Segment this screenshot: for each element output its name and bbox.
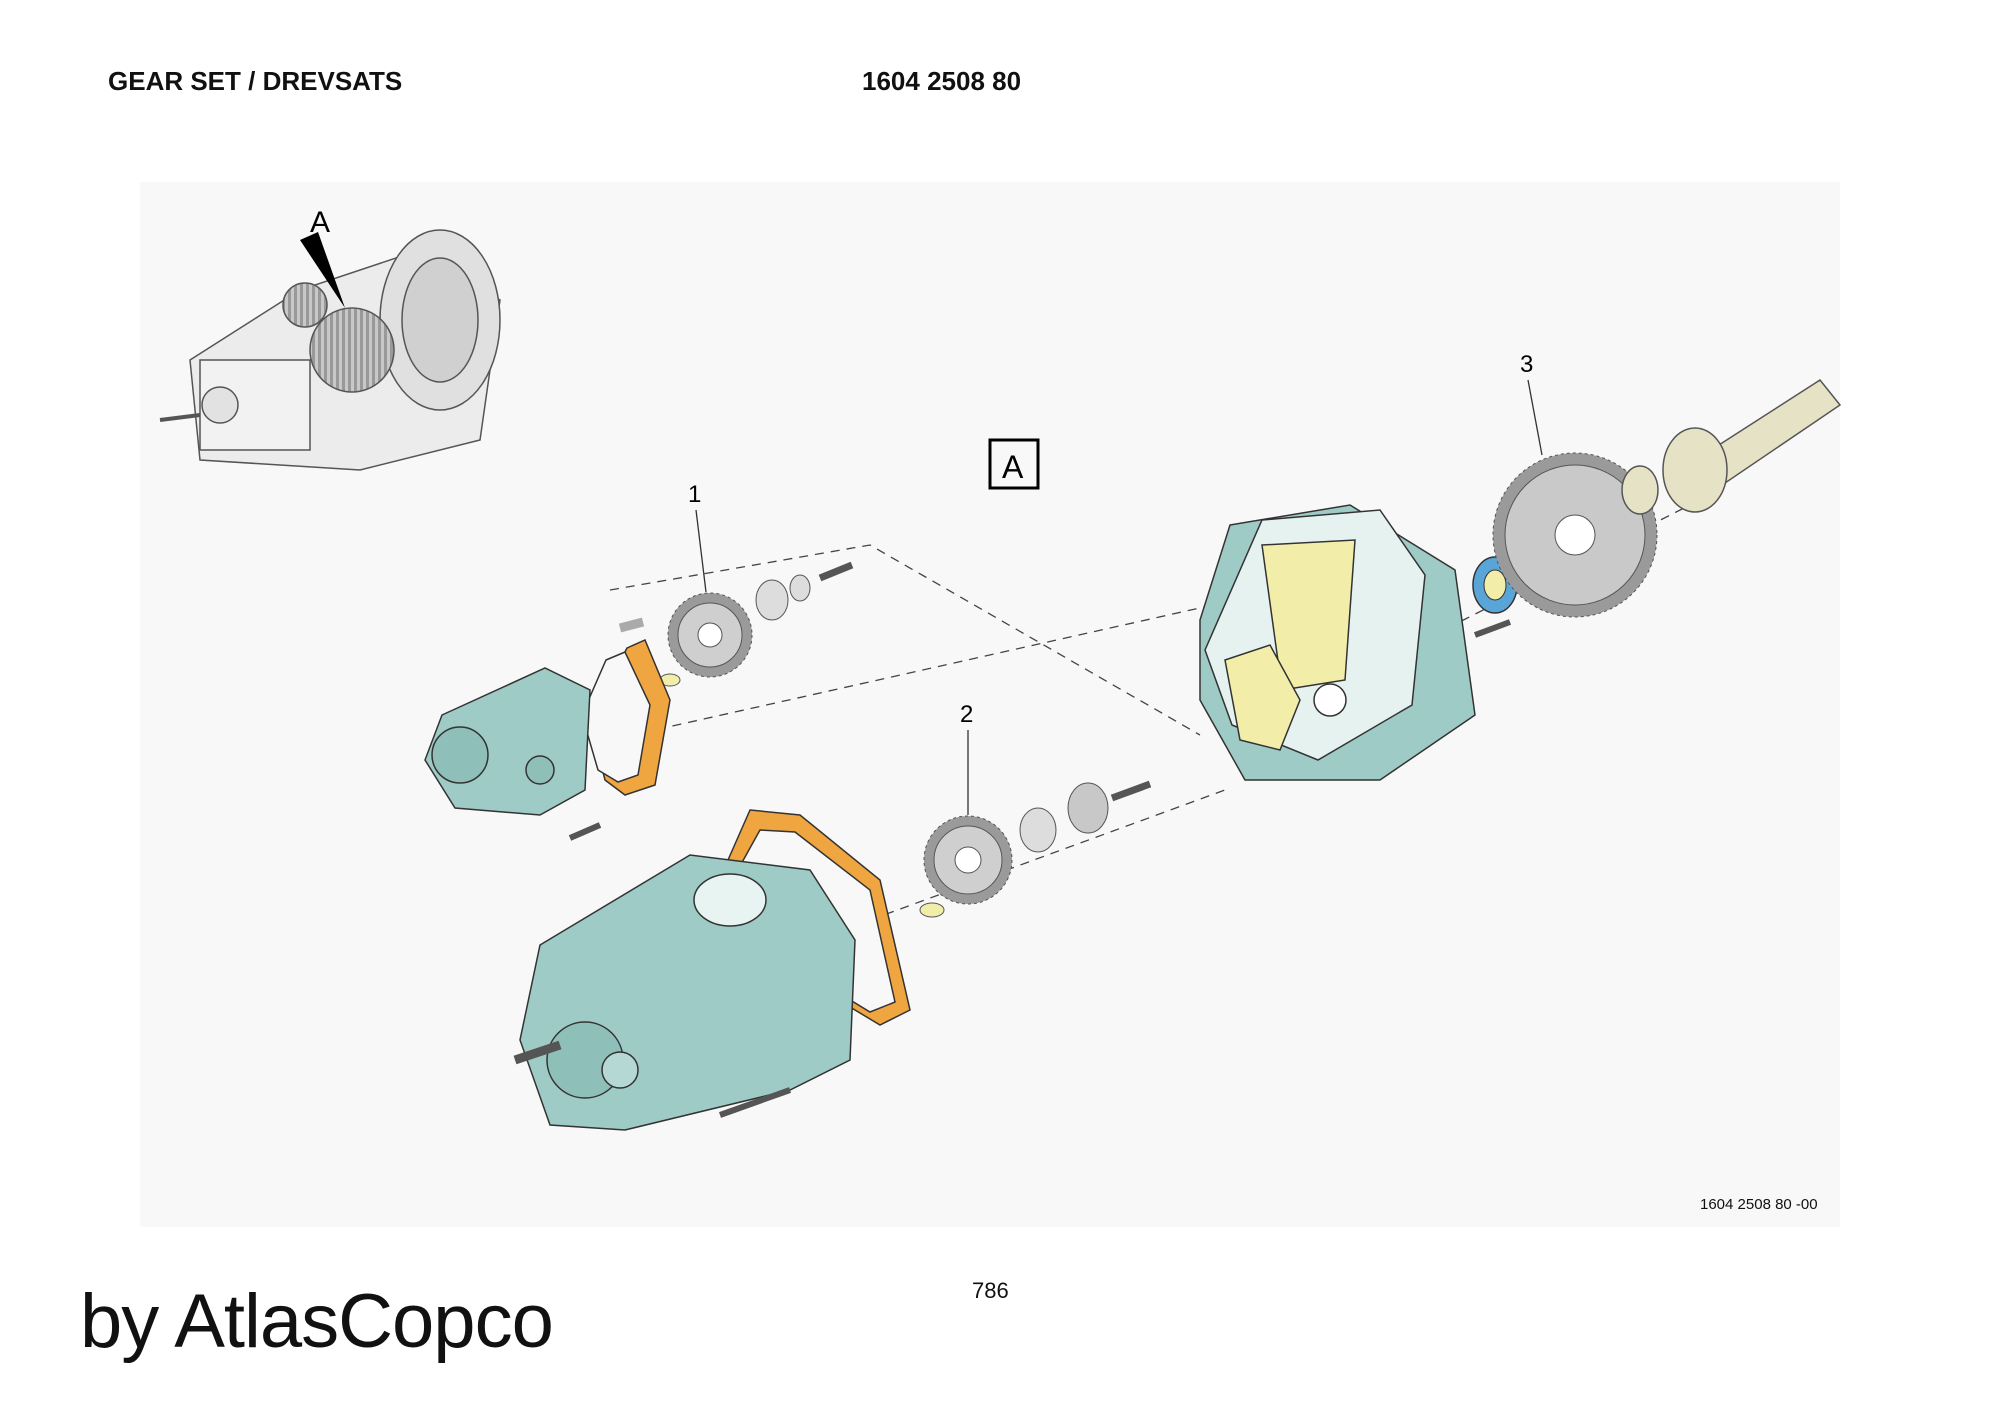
svg-text:3: 3 xyxy=(1520,351,1533,378)
part-number: 1604 2508 80 xyxy=(862,66,1022,96)
callout-3: 3 xyxy=(1520,351,1543,456)
gear-1 xyxy=(667,592,753,678)
page-number: 786 xyxy=(972,1278,1009,1303)
overview-assembly xyxy=(159,229,501,471)
gear-1-bushings xyxy=(618,561,854,687)
bearing-inner xyxy=(1483,569,1507,601)
compressor-shaft xyxy=(513,1040,562,1065)
view-label-box xyxy=(988,438,1040,490)
drive-gear-3 xyxy=(1492,452,1658,618)
callout-2: 2 xyxy=(960,701,973,815)
input-shaft xyxy=(1621,379,1842,515)
drawing-code: 1604 2508 80 -00 xyxy=(1700,1196,1818,1213)
gearbox-housing xyxy=(1199,504,1476,781)
compressor-bolt xyxy=(718,1087,792,1118)
gear-2 xyxy=(923,815,1013,905)
brand-watermark: by AtlasCopco xyxy=(80,1279,554,1364)
view-label: A xyxy=(1002,449,1024,485)
upper-pump xyxy=(424,639,671,816)
page-title: GEAR SET / DREVSATS xyxy=(108,66,403,96)
svg-text:1: 1 xyxy=(688,481,701,508)
gear-2-bushings xyxy=(919,780,1152,918)
callout-1: 1 xyxy=(688,481,707,593)
overview-callout: A xyxy=(310,206,330,239)
overview-pointer xyxy=(300,232,345,308)
pump-bolt xyxy=(568,822,602,841)
svg-text:2: 2 xyxy=(960,701,973,728)
bolt xyxy=(1473,619,1512,638)
lower-compressor xyxy=(519,809,911,1131)
